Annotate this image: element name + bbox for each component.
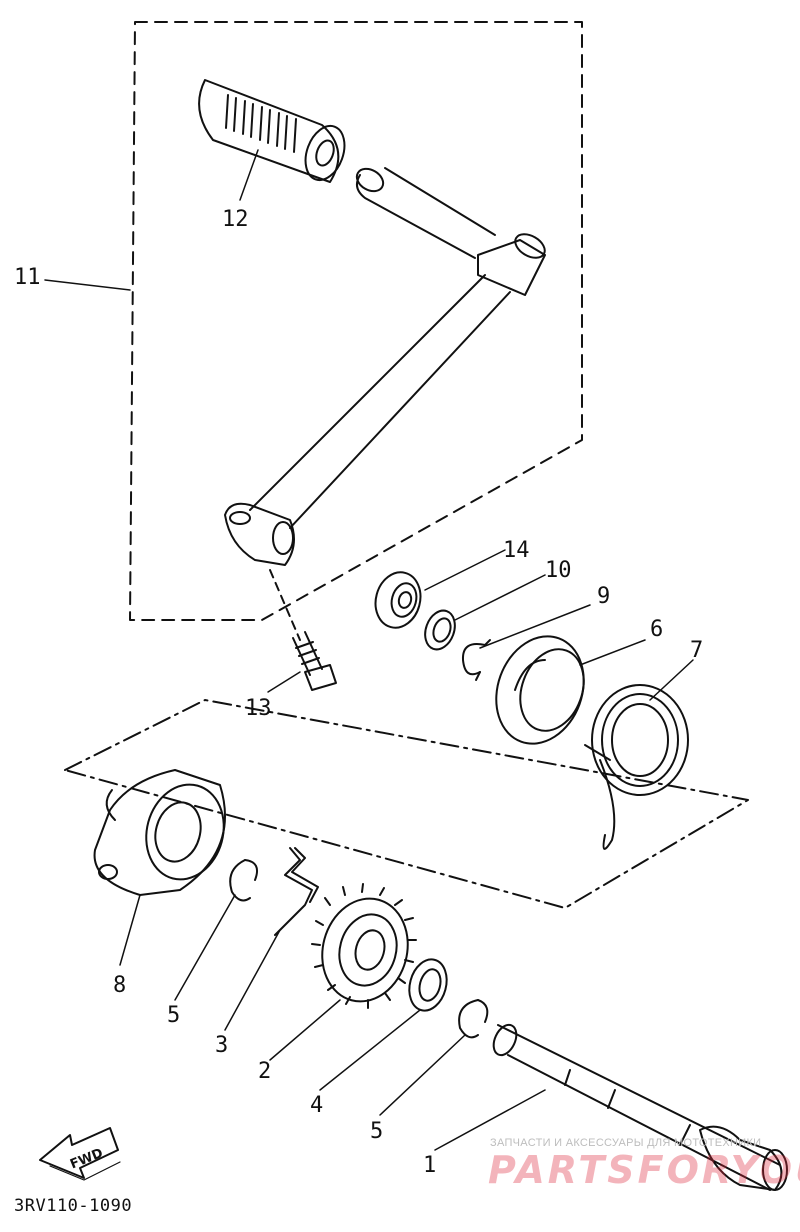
- callout-5-upper: 5: [167, 1003, 180, 1028]
- assembly-11-boundary: [129, 21, 583, 621]
- callout-7: 7: [690, 638, 703, 663]
- part-8-kick-guide: [93, 769, 226, 896]
- leader-lines: [44, 149, 694, 1151]
- callout-14: 14: [503, 538, 530, 563]
- callout-1: 1: [423, 1153, 436, 1178]
- part-5-circlip-lower: [458, 999, 489, 1039]
- part-2-gear: [311, 883, 417, 1009]
- part-6-spring-cover: [495, 635, 585, 745]
- part-3-clip: [274, 847, 319, 936]
- callout-6: 6: [650, 617, 663, 642]
- part-4-washer: [408, 958, 448, 1012]
- shaft-assembly-boundary: [64, 699, 749, 909]
- part-11-kick-crank: [224, 167, 546, 566]
- diagram-code: 3RV110-1090: [14, 1196, 133, 1216]
- callout-5-lower: 5: [370, 1119, 383, 1144]
- part-10-washer: [424, 609, 456, 651]
- fwd-arrow-icon: [39, 1127, 121, 1181]
- part-1-kick-shaft: [492, 1023, 788, 1191]
- part-5-circlip-upper: [229, 859, 258, 902]
- watermark-brand: PARTSFORYOU: [488, 1148, 800, 1192]
- callout-9: 9: [597, 584, 610, 609]
- callout-10: 10: [545, 558, 572, 583]
- callout-8: 8: [113, 973, 126, 998]
- callout-3: 3: [215, 1033, 228, 1058]
- callout-4: 4: [310, 1093, 323, 1118]
- callout-11: 11: [14, 265, 41, 290]
- callout-2: 2: [258, 1059, 271, 1084]
- part-7-spring: [584, 684, 689, 850]
- callout-labels: 1 2 3 4 5 5 6 7 8 9 10 11 12 13 14 FWD: [14, 207, 703, 1178]
- part-9-circlip: [461, 639, 491, 681]
- callout-12: 12: [222, 207, 249, 232]
- part-13-bolt: [269, 569, 337, 691]
- part-14-bearing: [374, 571, 422, 629]
- watermark-tagline: ЗАПЧАСТИ И АКСЕССУАРЫ ДЛЯ МОТОТЕХНИКИ: [490, 1137, 762, 1149]
- part-12-grip: [198, 79, 346, 183]
- fwd-label: FWD: [68, 1146, 105, 1173]
- callout-13: 13: [245, 696, 272, 721]
